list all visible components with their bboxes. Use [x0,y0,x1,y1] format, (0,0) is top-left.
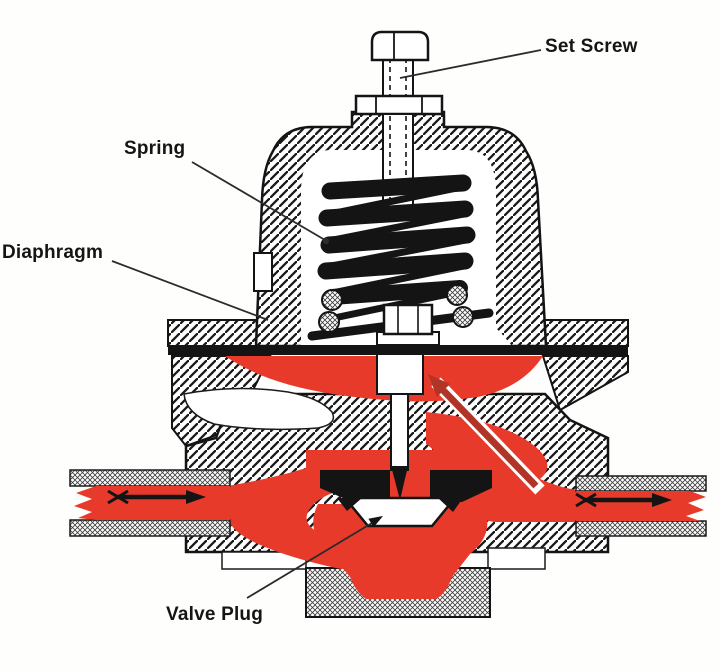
seat-ring-right [430,470,492,502]
spring-seat-nut [376,303,440,346]
leader-lines [111,49,542,599]
flow-passages [225,356,576,599]
set-screw-hex-head [370,30,430,62]
inlet-pipe [69,469,231,537]
inlet-flow-arrow [107,489,206,505]
valve-plug-leader-arrowhead [368,516,383,528]
diaphragm-pusher [376,353,424,395]
stem-tip [391,466,408,500]
valve-stem [390,393,409,471]
feedback-pressure-arrow [428,374,545,495]
label-spring: Spring [124,138,186,159]
label-diaphragm: Diaphragm [2,242,104,263]
lock-nut [354,94,444,116]
set-screw-leader [399,49,542,79]
bonnet-tab [253,252,273,292]
spring-leader [191,161,326,241]
lower-chamber [313,504,488,599]
outlet-flow-arrow [575,492,672,508]
seat-ring-left [320,470,390,502]
body-waist-cavity [183,387,335,431]
diaphragm-sheet [168,345,628,355]
diaphragm-leader [111,260,269,321]
label-set-screw: Set Screw [545,36,638,57]
valve-plug-leader [246,522,373,599]
spring-wire-sections [318,284,474,333]
label-valve-plug: Valve Plug [166,604,264,625]
outlet-pipe [575,475,707,537]
